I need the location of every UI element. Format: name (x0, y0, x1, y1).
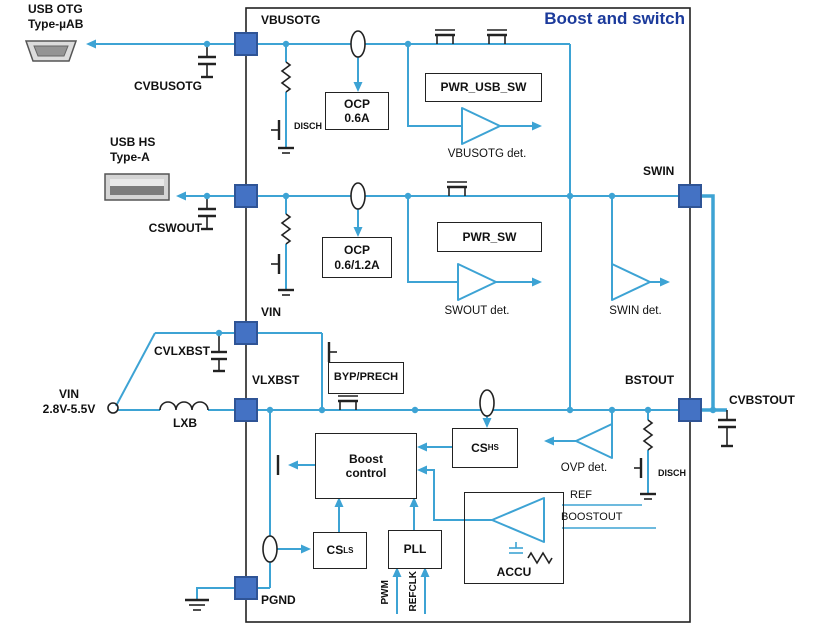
label-cvlxbst: CVLXBST (153, 344, 210, 358)
label-usb-hs: USB HS Type-A (110, 135, 156, 164)
label-refclk: REFCLK (407, 570, 419, 612)
ground-symbols (185, 146, 656, 611)
label-vbusotg-det: VBUSOTG det. (447, 148, 527, 160)
label-swin-det: SWIN det. (609, 305, 662, 317)
pin-vlxbst (234, 398, 258, 422)
arrow-to-usb-otg (86, 39, 96, 49)
label-lxb: LXB (173, 416, 197, 430)
fet-disch-bstout (634, 458, 643, 478)
label-disch-usb: DISCH (294, 121, 323, 131)
label-ref: REF (570, 489, 592, 501)
fet-pwr-sw (447, 181, 467, 196)
block-pwr-usb-sw: PWR_USB_SW (425, 73, 542, 102)
resistors (280, 61, 654, 451)
fet-pwr-usb-sw-b (487, 29, 507, 44)
arrowheads (86, 39, 670, 577)
label-vin-supply: VIN 2.8V-5.5V (42, 387, 96, 416)
pin-vbusotg (234, 32, 258, 56)
fet-disch-swout (271, 254, 281, 274)
pin-label-vin: VIN (261, 305, 282, 319)
comparator-swout-det (457, 263, 497, 301)
block-ocp-usb: OCP 0.6A (325, 92, 389, 130)
fet-pwr-usb-sw-a (435, 29, 455, 44)
fet-byp-prech (327, 342, 337, 362)
pin-label-vbusotg: VBUSOTG (261, 13, 321, 27)
pin-bstout (678, 398, 702, 422)
label-boostout: BOOSTOUT (561, 511, 623, 523)
pin-vin (234, 321, 258, 345)
wires (94, 43, 727, 614)
usb-a-connector-icon (104, 173, 170, 201)
block-pll: PLL (388, 530, 442, 569)
usb-otg-connector-icon (24, 40, 78, 62)
pin-label-pgnd: PGND (261, 593, 296, 607)
comparator-vbusotg-det (461, 107, 501, 145)
pin-pgnd (234, 576, 258, 600)
fet-boost-high-side (338, 395, 358, 410)
block-pwr-sw: PWR_SW (437, 222, 542, 252)
accu-opamp (491, 497, 553, 565)
block-ocp-sw: OCP 0.6/1.2A (322, 237, 392, 278)
pin-swin (678, 184, 702, 208)
comparator-swin-det (611, 263, 651, 301)
label-disch-bst: DISCH (658, 468, 687, 478)
block-boost-control: Boost control (315, 433, 417, 499)
pin-swout (234, 184, 258, 208)
bleed-resistor-vbusotg (280, 61, 292, 93)
fet-disch-vbusotg (271, 120, 281, 140)
label-swout-det: SWOUT det. (444, 305, 510, 317)
cap-cvlxbst (211, 333, 227, 373)
ic-pins (234, 32, 702, 600)
ic-boundary (245, 7, 691, 623)
block-byp-prech: BYP/PRECH (328, 362, 404, 394)
label-cvbstout: CVBSTOUT (729, 393, 795, 407)
cap-cvbstout (718, 410, 736, 448)
cap-cvbusotg (198, 44, 216, 79)
diagram-title: Boost and switch (544, 9, 685, 28)
block-accu: ACCU (464, 492, 564, 584)
current-sense-ls (262, 535, 278, 563)
label-pwm: PWM (379, 580, 391, 605)
comparator-ovp-det (575, 423, 613, 459)
label-cswout: CSWOUT (148, 221, 202, 235)
bleed-resistor-bstout (642, 419, 654, 451)
bleed-resistor-swout (280, 213, 292, 245)
junction-dots (203, 40, 717, 414)
arrow-to-usb-hs (176, 191, 186, 201)
current-sense-swout (350, 182, 366, 210)
label-cvbusotg: CVBUSOTG (133, 79, 202, 93)
pin-label-vlxbst: VLXBST (252, 373, 300, 387)
vin-terminal (107, 402, 119, 414)
inductor-lxb (159, 401, 209, 411)
current-sense-vbusotg (350, 30, 366, 58)
label-ovp-det: OVP det. (560, 462, 608, 474)
cap-cswout (198, 196, 216, 231)
pin-label-bstout: BSTOUT (625, 373, 675, 387)
mosfets (271, 29, 643, 478)
pin-label-swin: SWIN (643, 164, 675, 178)
label-usb-otg: USB OTG Type-µAB (28, 2, 84, 31)
current-sense-hs (479, 389, 495, 417)
